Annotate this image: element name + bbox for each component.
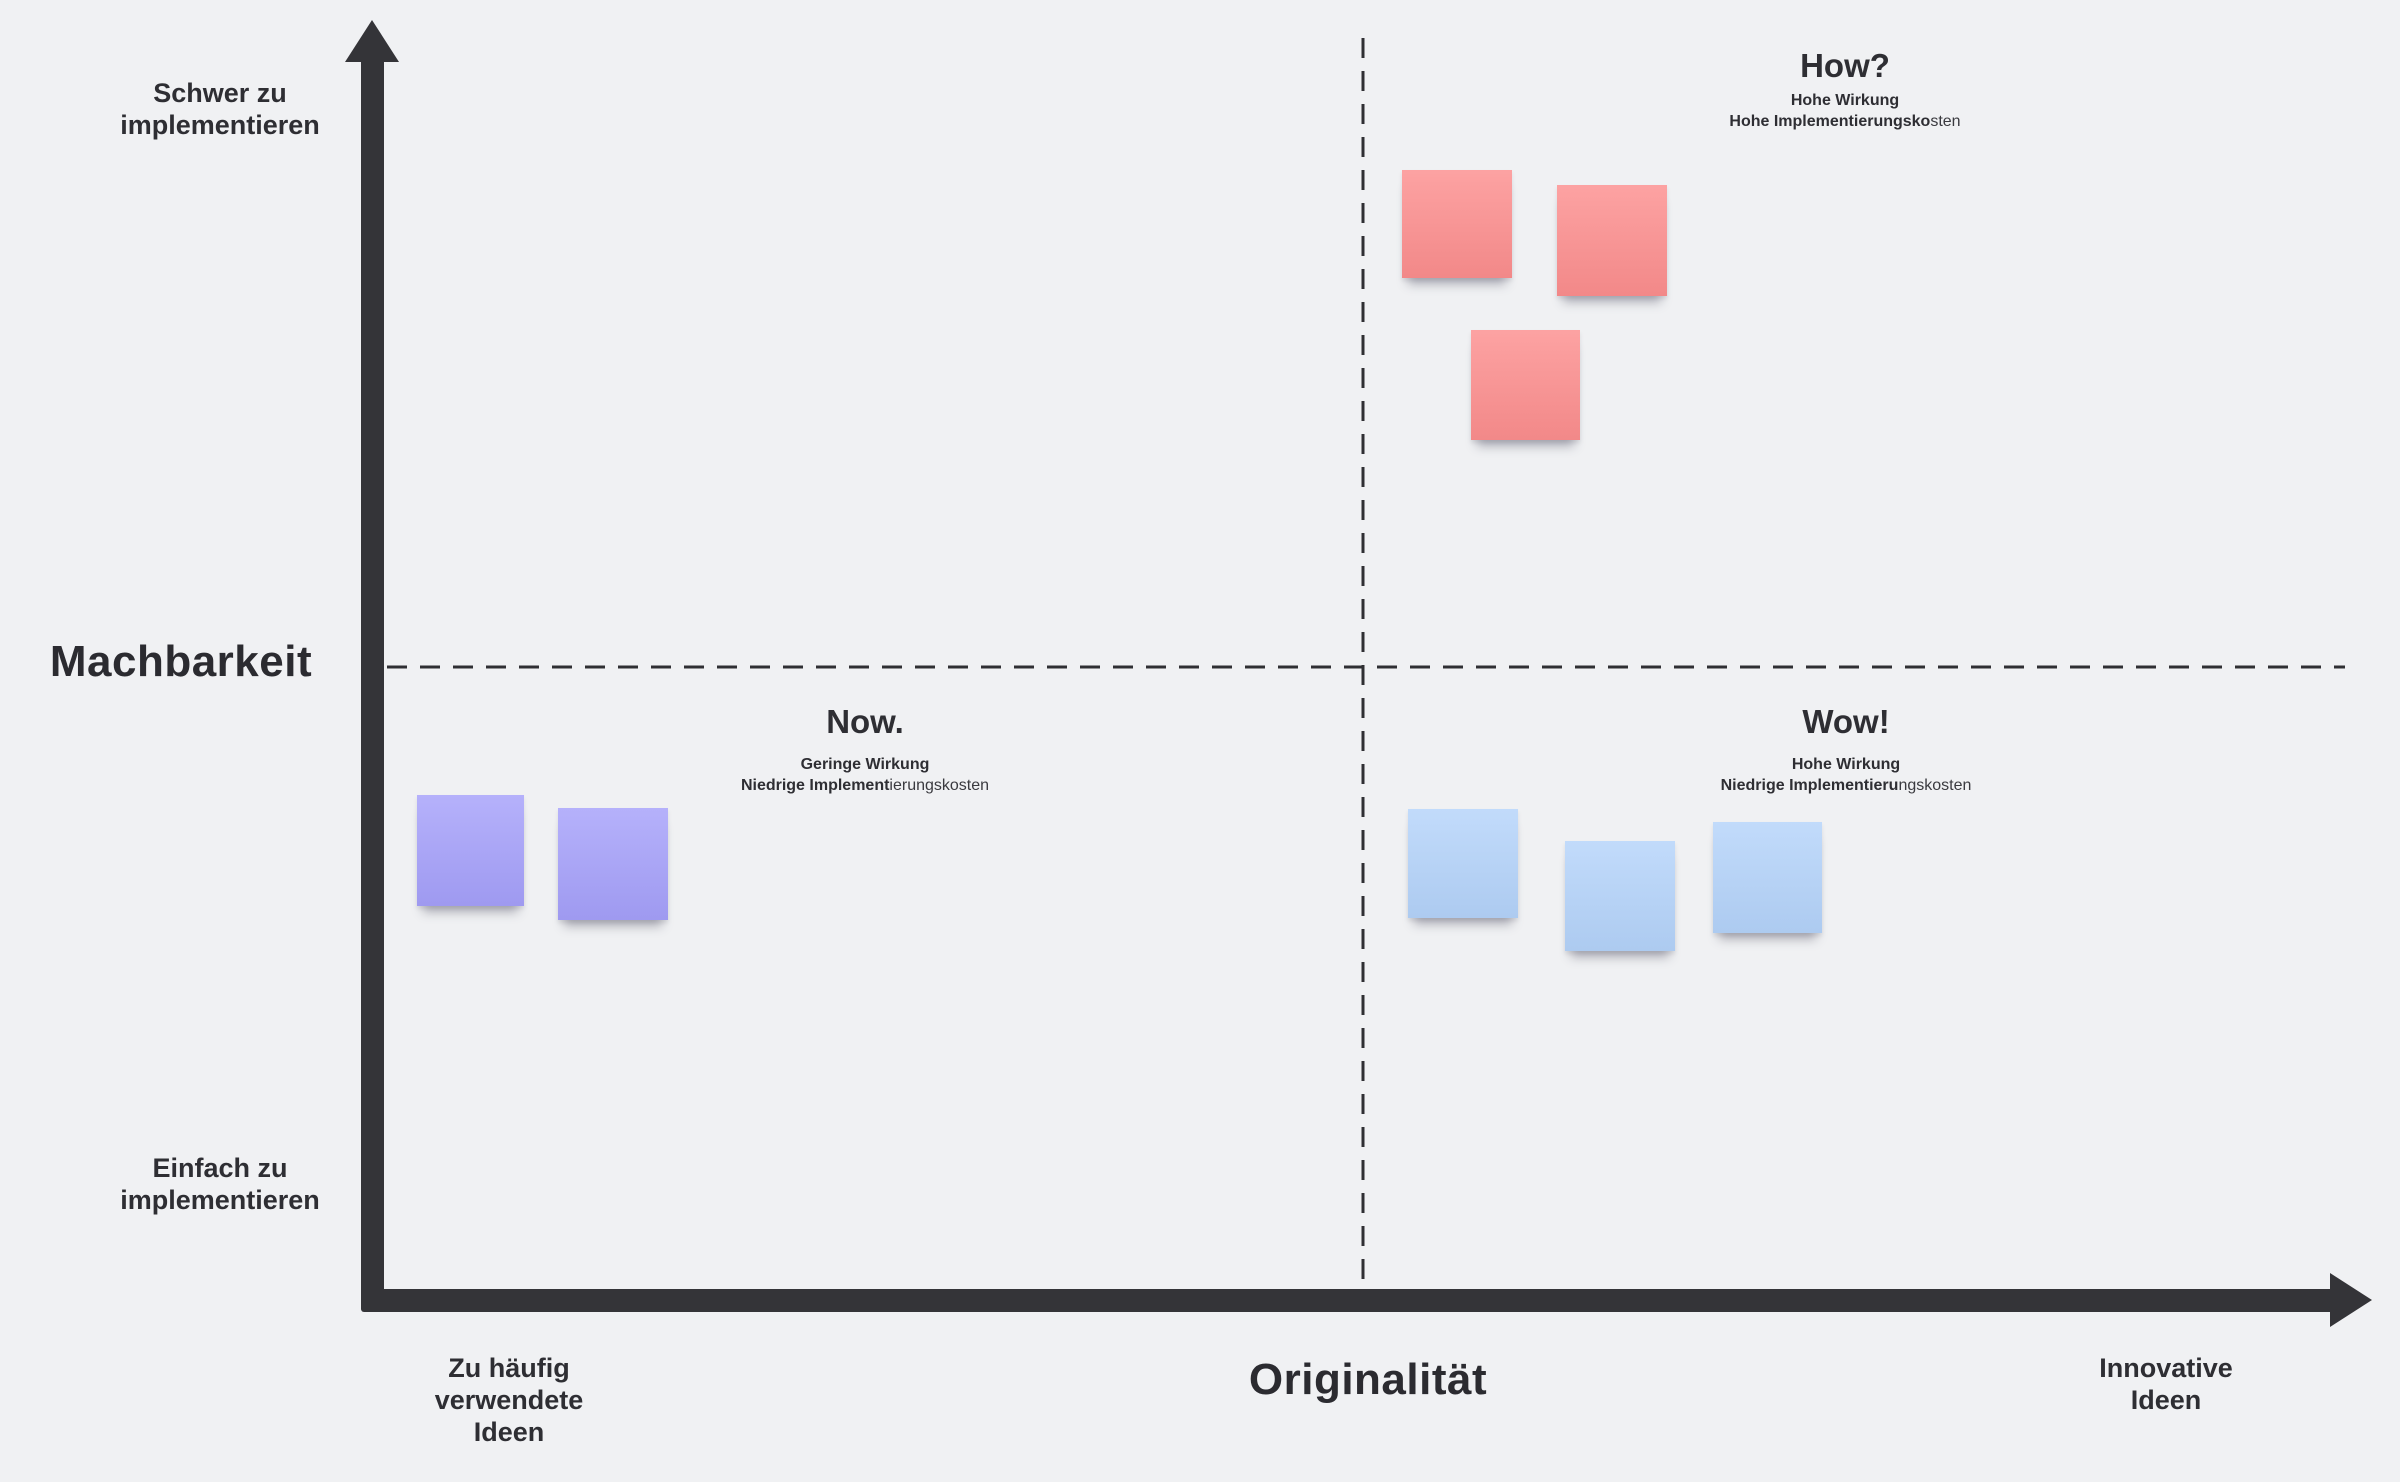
sticky-note-now[interactable] (558, 808, 668, 920)
x-axis-left-label-line1: Zu häufig (448, 1353, 570, 1383)
quadrant-wow-title: Wow! (1802, 703, 1890, 740)
quadrant-how-subtitle: Hohe Wirkung Hohe Implementierungskosten (1645, 90, 2045, 132)
quadrant-how-title: How? (1800, 47, 1890, 84)
quadrant-how-line2-regular: sten (1930, 113, 1961, 130)
quadrant-now-title: Now. (826, 703, 904, 740)
sticky-note-wow[interactable] (1408, 809, 1518, 918)
quadrant-wow-line2: Niedrige Implementierungskosten (1646, 775, 2046, 796)
sticky-note-now[interactable] (417, 795, 524, 906)
sticky-note-how[interactable] (1557, 185, 1667, 296)
x-axis-right-label-line1: Innovative (2099, 1353, 2233, 1383)
quadrant-now-line2-regular: ierungskosten (889, 777, 990, 794)
quadrant-wow-subtitle: Hohe Wirkung Niedrige Implementierungsko… (1646, 754, 2046, 796)
quadrant-heading-wow: Wow! Hohe Wirkung Niedrige Implementieru… (1646, 704, 2046, 796)
quadrant-how-line2: Hohe Implementierungskosten (1645, 111, 2045, 132)
quadrant-now-line2: Niedrige Implementierungskosten (665, 775, 1065, 796)
quadrant-wow-line2-bold: Niedrige Implementieru (1720, 777, 1899, 794)
y-axis-title: Machbarkeit (49, 637, 313, 686)
x-axis-left-label: Zu häufig verwendete Ideen (359, 1352, 659, 1448)
quadrant-wow-line2-regular: ngskosten (1898, 777, 1972, 794)
x-axis-title: Originalität (1248, 1355, 1488, 1404)
sticky-note-wow[interactable] (1565, 841, 1675, 951)
quadrant-now-line1: Geringe Wirkung (800, 756, 930, 773)
quadrant-heading-now: Now. Geringe Wirkung Niedrige Implementi… (665, 704, 1065, 796)
y-axis-bottom-label-line1: Einfach zu (152, 1153, 288, 1183)
quadrant-now-subtitle: Geringe Wirkung Niedrige Implementierung… (665, 754, 1065, 796)
x-axis-line (361, 1289, 2338, 1312)
y-axis-bottom-label: Einfach zu implementieren (70, 1152, 370, 1216)
y-axis-line (361, 50, 384, 1311)
quadrant-heading-how: How? Hohe Wirkung Hohe Implementierungsk… (1645, 48, 2045, 132)
y-axis-arrowhead-icon (345, 20, 399, 62)
y-axis-top-label-line1: Schwer zu (153, 78, 287, 108)
x-axis-right-label-line2: Ideen (2130, 1385, 2202, 1415)
quadrant-how-line1: Hohe Wirkung (1790, 92, 1900, 109)
quadrant-how-line2-bold: Hohe Implementierungsko (1729, 113, 1931, 130)
x-axis-arrowhead-icon (2330, 1273, 2372, 1327)
sticky-note-how[interactable] (1402, 170, 1512, 278)
x-axis-left-label-line3: Ideen (473, 1417, 545, 1447)
x-axis-right-label: Innovative Ideen (2016, 1352, 2316, 1416)
quadrant-wow-line1: Hohe Wirkung (1791, 756, 1901, 773)
sticky-note-how[interactable] (1471, 330, 1580, 440)
sticky-note-wow[interactable] (1713, 822, 1822, 933)
y-axis-bottom-label-line2: implementieren (120, 1185, 320, 1215)
x-axis-left-label-line2: verwendete (434, 1385, 584, 1415)
quadrant-now-line2-bold: Niedrige Implement (740, 777, 890, 794)
y-axis-top-label: Schwer zu implementieren (70, 77, 370, 141)
y-axis-top-label-line2: implementieren (120, 110, 320, 140)
